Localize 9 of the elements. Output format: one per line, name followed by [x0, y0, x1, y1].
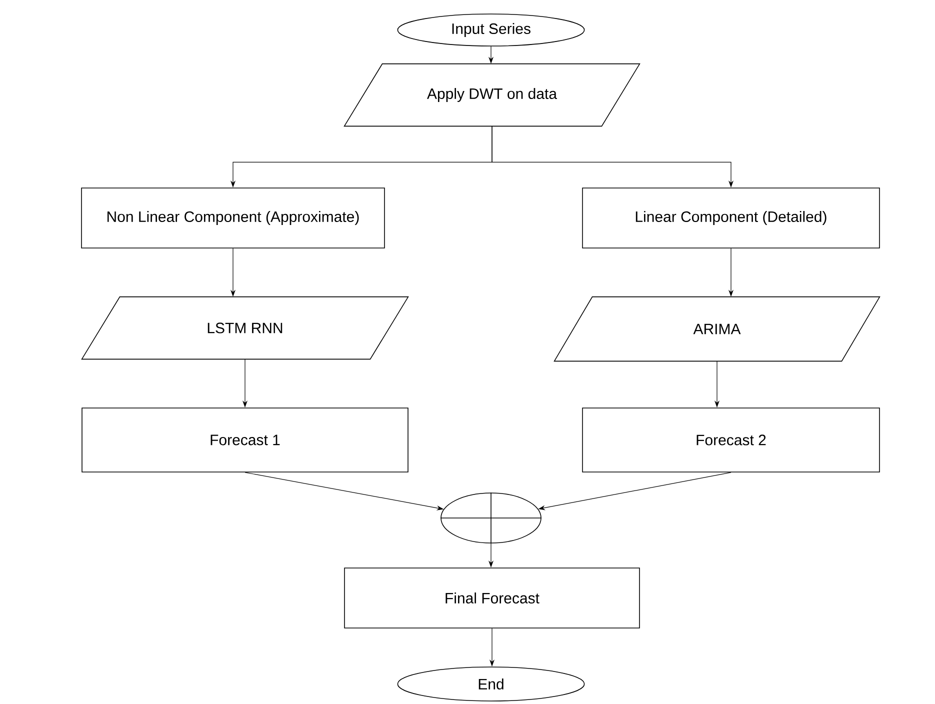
process-box: Forecast 1: [82, 408, 408, 472]
summing-junction: [440, 492, 542, 544]
process-box: Linear Component (Detailed): [582, 188, 880, 248]
data-parallelogram: ARIMA: [554, 296, 880, 362]
data-parallelogram: LSTM RNN: [81, 296, 409, 360]
process-box: Forecast 2: [582, 408, 880, 472]
process-box: Non Linear Component (Approximate): [81, 188, 385, 248]
data-parallelogram: Apply DWT on data: [344, 63, 640, 127]
process-box: Final Forecast: [344, 568, 640, 628]
